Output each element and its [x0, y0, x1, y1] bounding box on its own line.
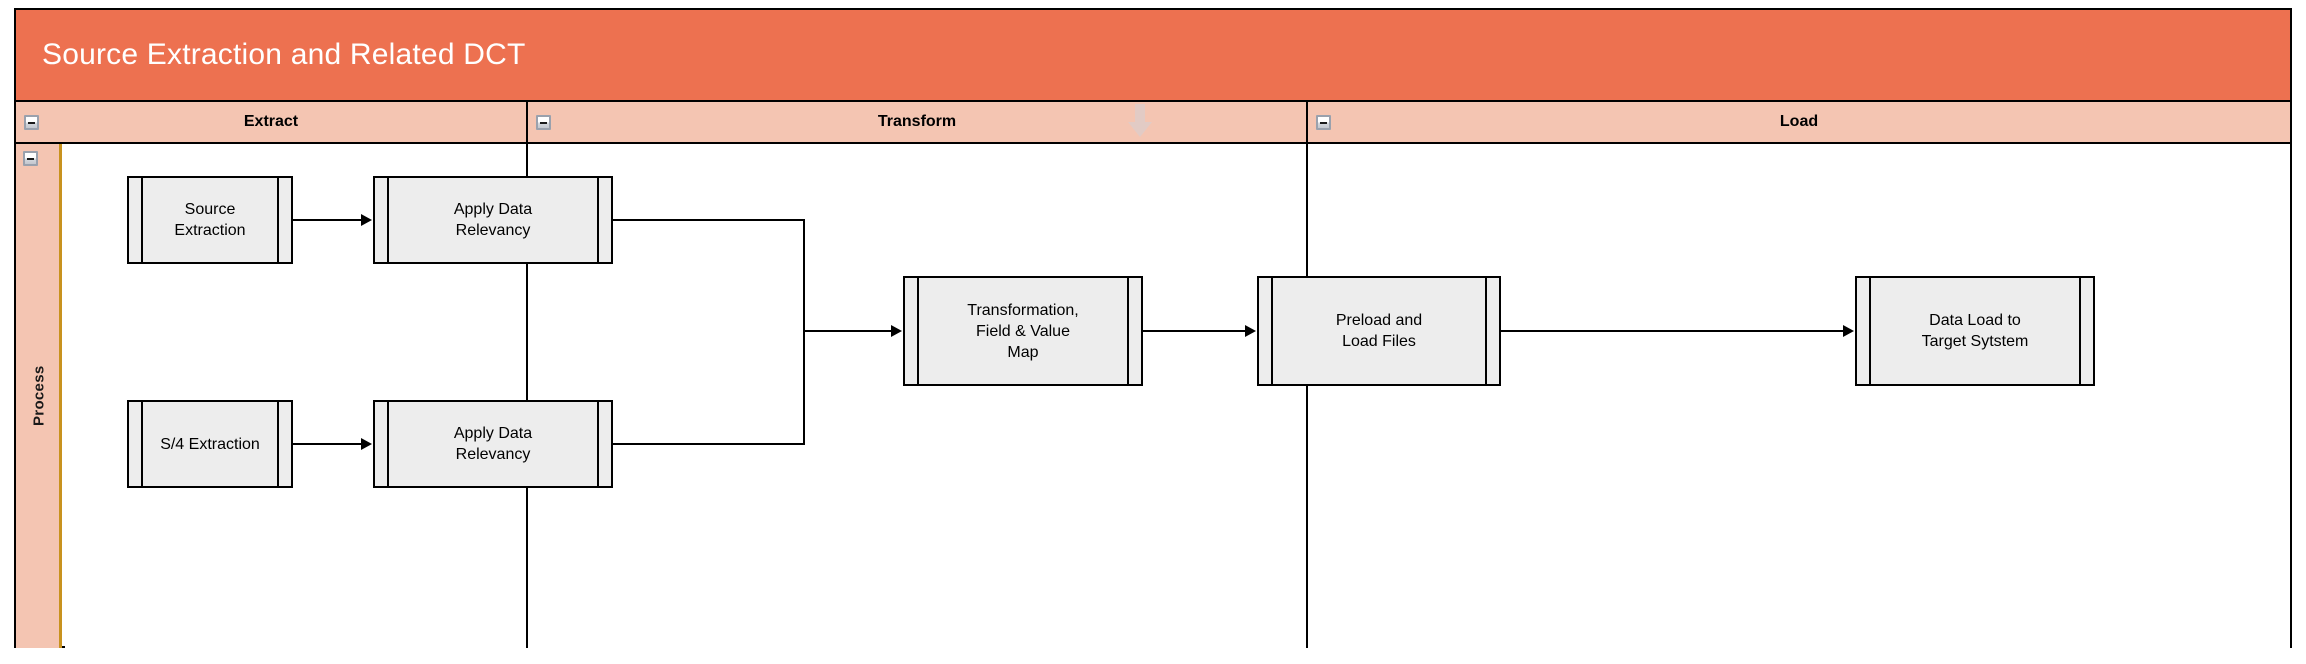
- phase-label-load: Load: [1779, 113, 1819, 130]
- lane-label-process: Process: [30, 365, 48, 427]
- edge-source-extraction-to-apply-data-relevancy-1: [293, 219, 361, 221]
- phase-label-transform: Transform: [877, 113, 957, 130]
- page-title: Source Extraction and Related DCT: [42, 38, 526, 71]
- node-data-load-target[interactable]: Data Load to Target Sytstem: [1855, 276, 2095, 386]
- edge-merge-bottom-horizontal: [613, 443, 805, 445]
- arrowhead-to-apply-data-relevancy-2: [361, 438, 372, 450]
- process-pool: Source Extraction and Related DCT Extrac…: [14, 8, 2292, 648]
- lane-body-process: Source Extraction Apply Data Relevancy S…: [65, 104, 2290, 648]
- node-label-data-load-target: Data Load to Target Sytstem: [1921, 312, 2029, 350]
- collapse-minus-icon-process-lane[interactable]: [23, 151, 38, 166]
- edge-preload-load-files-to-data-load-target: [1501, 330, 1843, 332]
- edge-merge-top-horizontal: [613, 219, 805, 221]
- node-label-source-extraction: Source Extraction: [174, 201, 246, 239]
- node-label-preload-load-files: Preload and Load Files: [1335, 312, 1423, 350]
- phase-header-transform[interactable]: Transform: [528, 102, 1308, 142]
- phase-separator-transform-load: [1306, 144, 1308, 648]
- edge-merge-vertical: [803, 219, 805, 445]
- edge-transformation-map-to-preload-load-files: [1143, 330, 1245, 332]
- phase-header-band: Extract Transform Load: [16, 102, 2290, 144]
- phase-header-extract[interactable]: Extract: [16, 102, 528, 142]
- arrowhead-to-preload-load-files: [1245, 325, 1256, 337]
- pool-title-bar: Source Extraction and Related DCT: [16, 10, 2290, 102]
- phase-label-extract: Extract: [243, 113, 299, 130]
- lane-process: Process Source Extraction Apply Da: [16, 104, 2290, 648]
- arrowhead-to-data-load-target: [1843, 325, 1854, 337]
- lane-header-process[interactable]: Process: [16, 144, 62, 648]
- collapse-minus-icon-transform[interactable]: [536, 115, 551, 130]
- arrowhead-to-apply-data-relevancy-1: [361, 214, 372, 226]
- arrowhead-to-transformation-map: [891, 325, 902, 337]
- node-label-transformation-map: Transformation, Field & Value Map: [967, 301, 1079, 361]
- collapse-minus-icon-load[interactable]: [1316, 115, 1331, 130]
- node-label-apply-data-relevancy-1: Apply Data Relevancy: [453, 201, 533, 239]
- node-label-s4-extraction: S/4 Extraction: [160, 435, 260, 453]
- phase-separator-extract-transform: [526, 144, 528, 648]
- node-preload-load-files[interactable]: Preload and Load Files: [1257, 276, 1501, 386]
- node-apply-data-relevancy-2[interactable]: Apply Data Relevancy: [373, 400, 613, 488]
- node-transformation-map[interactable]: Transformation, Field & Value Map: [903, 276, 1143, 386]
- collapse-minus-icon-extract[interactable]: [24, 115, 39, 130]
- node-label-apply-data-relevancy-2: Apply Data Relevancy: [453, 425, 533, 463]
- phase-header-load[interactable]: Load: [1308, 102, 2290, 142]
- node-source-extraction[interactable]: Source Extraction: [127, 176, 293, 264]
- edge-s4-extraction-to-apply-data-relevancy-2: [293, 443, 361, 445]
- node-s4-extraction[interactable]: S/4 Extraction: [127, 400, 293, 488]
- node-apply-data-relevancy-1[interactable]: Apply Data Relevancy: [373, 176, 613, 264]
- edge-merge-to-transformation-map: [803, 330, 891, 332]
